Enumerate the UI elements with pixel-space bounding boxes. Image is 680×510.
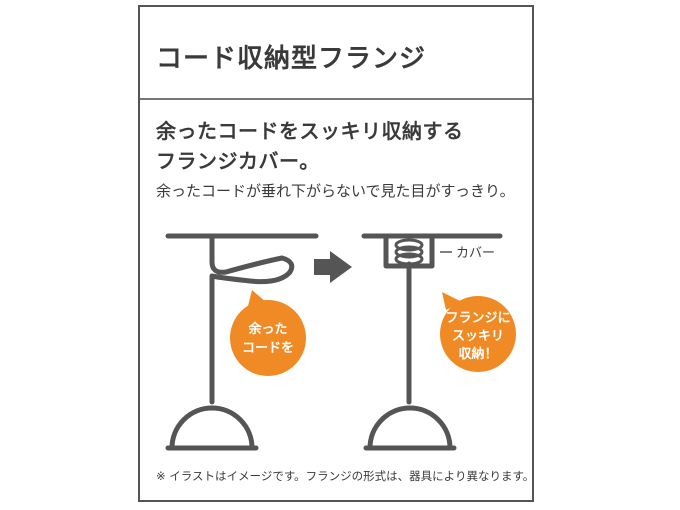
- headline-line-1: 余ったコードをスッキリ収納する: [156, 119, 464, 143]
- after-bubble-line-1: フランジに: [445, 311, 510, 326]
- before-bubble-line-2: コードを: [242, 341, 294, 356]
- cover-label: カバー: [456, 246, 495, 261]
- before-bubble-line-1: 余った: [247, 321, 287, 337]
- footnote: ※ イラストはイメージです。フランジの形式は、器具により異なります。: [156, 469, 535, 483]
- description-text: 余ったコードが垂れ下がらないで見た目がすっきり。: [156, 182, 515, 200]
- before-lamp-shade: [169, 405, 255, 451]
- coiled-cord: [394, 238, 424, 266]
- before-illustration: 余った コードを: [165, 233, 319, 451]
- arrow-icon: [314, 251, 352, 283]
- before-bubble-tail: [248, 290, 266, 306]
- after-lamp-shade: [367, 405, 453, 451]
- after-illustration: カバー フランジに スッキリ 収納！: [361, 233, 516, 451]
- product-card: [138, 5, 534, 502]
- title-divider: [140, 98, 532, 100]
- after-bubble-line-3: 収納！: [458, 346, 497, 362]
- after-bubble-tail: [442, 292, 462, 310]
- page-title: コード収納型フランジ: [156, 44, 427, 74]
- headline-line-2: フランジカバー。: [156, 149, 320, 173]
- after-bubble: [440, 296, 516, 372]
- before-loose-cord: [209, 233, 295, 405]
- before-bubble: [230, 300, 306, 376]
- after-bubble-line-2: スッキリ: [452, 329, 504, 344]
